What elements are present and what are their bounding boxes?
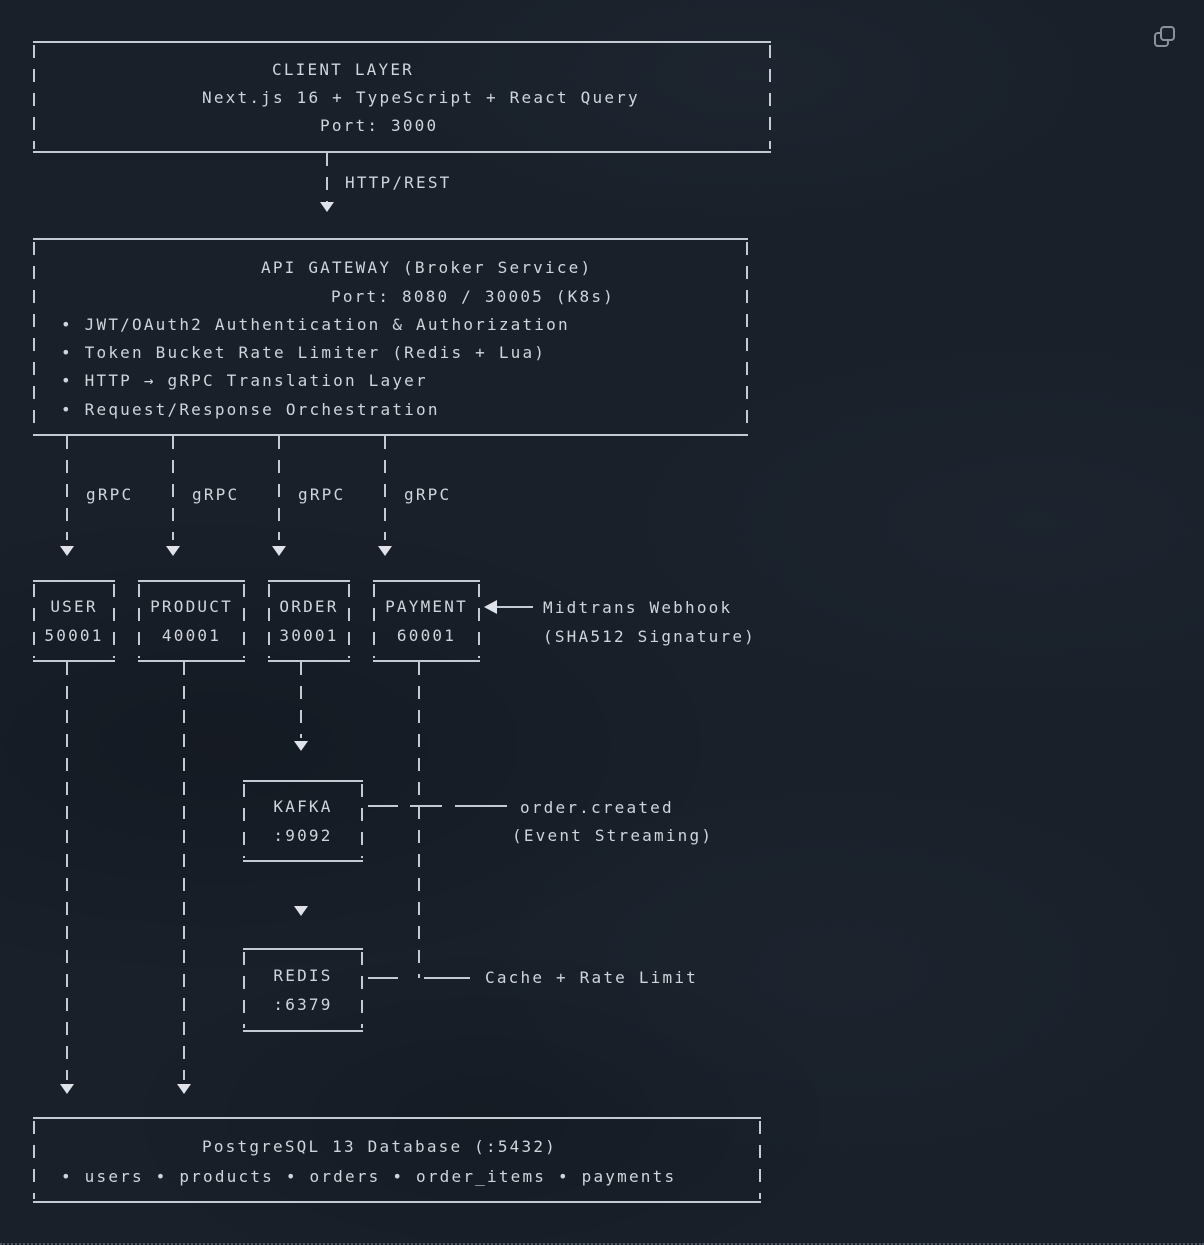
connector-grpc-product [172,436,174,540]
webhook-note-line2: (SHA512 Signature) [543,627,756,646]
edge-label-grpc: gRPC [404,485,452,504]
client-layer-title: CLIENT LAYER [272,60,414,79]
redis-name: REDIS [273,965,333,985]
order-service-box: ORDER 30001 [268,580,350,662]
redis-port: :6379 [273,994,333,1014]
product-service-port: 40001 [161,625,222,645]
api-gateway-title: API GATEWAY (Broker Service) [261,258,593,277]
edge-label-grpc: gRPC [86,485,134,504]
api-gateway-feature: • JWT/OAuth2 Authentication & Authorizat… [61,315,570,334]
down-arrow-db-users [60,1084,74,1094]
connector-client-gateway [326,153,328,203]
connector-grpc-payment [384,436,386,540]
order-service-name: ORDER [279,596,339,616]
client-layer-box: CLIENT LAYER Next.js 16 + TypeScript + R… [33,41,771,153]
down-arrow-user [60,546,74,556]
connector-grpc-order [278,436,280,540]
user-service-port: 50001 [44,625,104,645]
down-arrow-kafka [294,741,308,751]
down-arrow-gateway [320,202,334,212]
connector-kafka-note [410,805,442,807]
webhook-note-line1: Midtrans Webhook [543,598,733,617]
kafka-box: KAFKA :9092 [243,780,363,862]
product-service-name: PRODUCT [150,596,233,616]
down-arrow-db-products [177,1084,191,1094]
order-service-port: 30001 [279,625,339,645]
down-arrow-order [272,546,286,556]
client-layer-stack: Next.js 16 + TypeScript + React Query [202,88,640,107]
down-arrow-product [166,546,180,556]
edge-label-grpc: gRPC [192,485,240,504]
payment-service-box: PAYMENT 60001 [373,580,480,662]
kafka-port: :9092 [273,825,333,845]
connector-order-kafka [300,662,302,738]
connector-kafka-note [455,805,507,807]
connector-user-db [66,662,68,1080]
product-service-box: PRODUCT 40001 [138,580,245,662]
copy-icon [1150,22,1180,52]
connector-product-db [183,662,185,1080]
left-arrow-webhook [484,600,497,614]
database-title: PostgreSQL 13 Database (:5432) [202,1137,557,1156]
redis-box: REDIS :6379 [243,948,363,1032]
down-arrow-redis [294,906,308,916]
database-tables: • users • products • orders • order_item… [61,1167,677,1186]
edge-label-http-rest: HTTP/REST [345,173,452,192]
copy-button[interactable] [1150,22,1180,52]
connector-kafka-note [368,805,398,807]
user-service-name: USER [50,596,98,616]
kafka-name: KAFKA [273,796,333,816]
connector-payment-redis [418,662,420,978]
kafka-note-line1: order.created [520,798,674,817]
connector-grpc-user [66,436,68,540]
api-gateway-feature: • HTTP → gRPC Translation Layer [61,371,428,390]
api-gateway-box: API GATEWAY (Broker Service) Port: 8080 … [33,238,748,436]
down-arrow-payment [378,546,392,556]
payment-service-port: 60001 [396,625,457,645]
database-box: PostgreSQL 13 Database (:5432) • users •… [33,1117,761,1203]
connector-webhook [497,606,533,608]
user-service-box: USER 50001 [33,580,115,662]
payment-service-name: PAYMENT [385,596,468,616]
kafka-note-line2: (Event Streaming) [512,826,714,845]
connector-redis-note [368,977,398,979]
client-layer-port: Port: 3000 [320,116,439,135]
redis-note: Cache + Rate Limit [485,968,698,987]
api-gateway-feature: • Request/Response Orchestration [61,400,440,419]
connector-redis-note [424,977,470,979]
edge-label-grpc: gRPC [298,485,346,504]
api-gateway-port: Port: 8080 / 30005 (K8s) [331,287,615,306]
api-gateway-feature: • Token Bucket Rate Limiter (Redis + Lua… [61,343,547,362]
